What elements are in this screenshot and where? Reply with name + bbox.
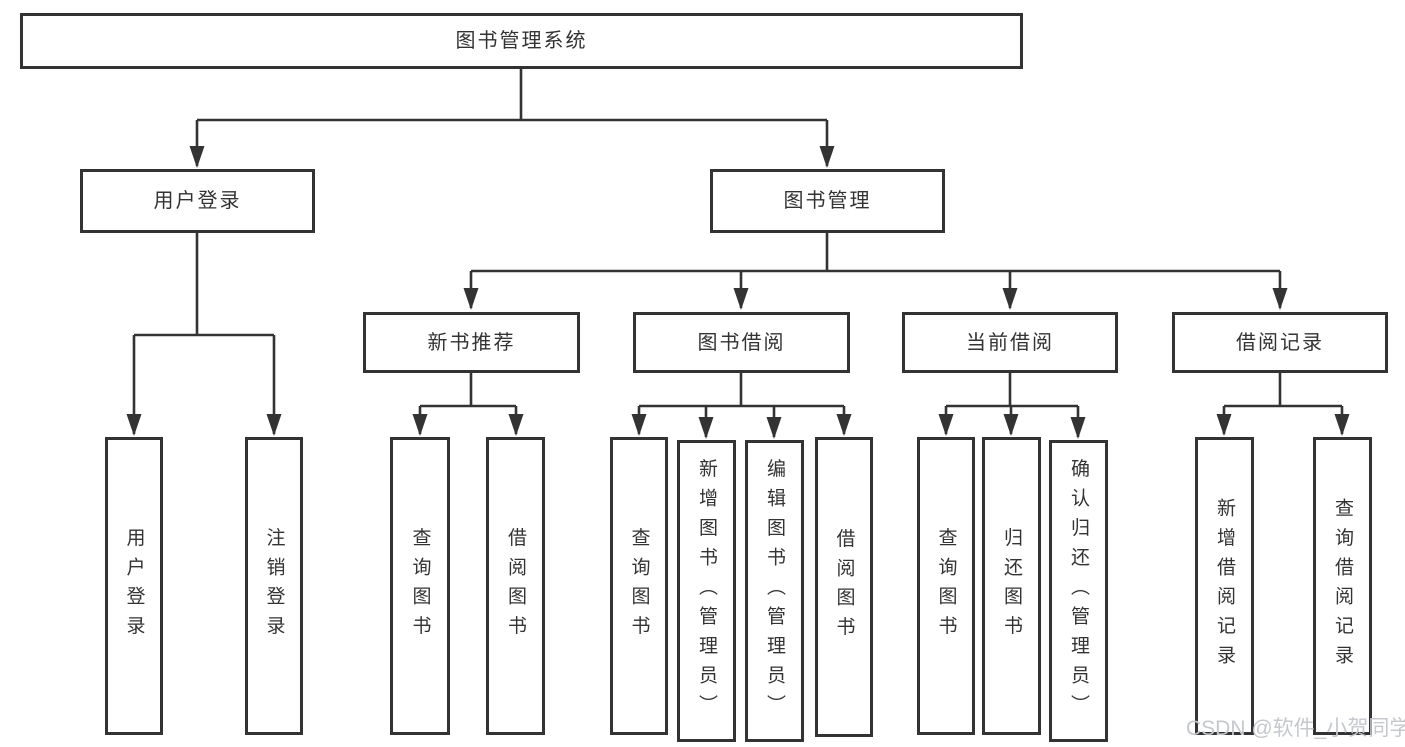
node-leaf-query-borrow-record: 查询借阅记录 (1313, 437, 1372, 735)
node-label: 注销登录 (263, 527, 285, 645)
node-leaf-borrow-books: 借阅图书 (486, 437, 545, 735)
node-label: 图书管理系统 (455, 30, 588, 52)
node-book-borrowing: 图书借阅 (633, 312, 850, 373)
node-leaf-query-books-2: 查询图书 (610, 437, 668, 735)
node-label: 新增借阅记录 (1214, 497, 1235, 675)
node-label: 借阅图书 (505, 527, 526, 645)
node-label: 用户登录 (123, 527, 145, 645)
node-label: 查询借阅记录 (1332, 497, 1353, 675)
node-book-management: 图书管理 (710, 169, 945, 233)
node-user-login: 用户登录 (80, 169, 315, 233)
node-label: 图书借阅 (697, 331, 786, 354)
node-label: 确认归还（管理员） (1068, 458, 1089, 724)
connector-lines (132, 69, 1344, 437)
node-leaf-add-borrow-record: 新增借阅记录 (1195, 437, 1254, 735)
node-label: 当前借阅 (966, 331, 1054, 354)
node-leaf-logout: 注销登录 (245, 437, 303, 735)
node-leaf-user-login: 用户登录 (105, 437, 163, 735)
node-leaf-query-books-3: 查询图书 (917, 437, 975, 735)
node-label: 查询图书 (409, 527, 431, 645)
node-new-book-recommendation: 新书推荐 (363, 312, 580, 373)
node-label: 查询图书 (935, 527, 957, 645)
node-leaf-confirm-return-admin: 确认归还（管理员） (1049, 440, 1108, 742)
node-label: 查询图书 (628, 527, 650, 645)
node-current-borrowing: 当前借阅 (902, 312, 1118, 373)
node-label: 新书推荐 (427, 331, 516, 354)
node-label: 编辑图书（管理员） (764, 458, 785, 724)
node-label: 新增图书（管理员） (696, 458, 717, 724)
node-leaf-borrow-books-2: 借阅图书 (815, 437, 873, 737)
node-label: 用户登录 (153, 190, 242, 212)
node-label: 图书管理 (783, 190, 872, 212)
node-label: 归还图书 (1001, 527, 1022, 645)
node-leaf-query-books: 查询图书 (390, 437, 450, 735)
node-leaf-return-books: 归还图书 (982, 437, 1041, 735)
node-borrowing-records: 借阅记录 (1172, 312, 1388, 373)
node-label: 借阅图书 (833, 528, 855, 646)
node-leaf-edit-book-admin: 编辑图书（管理员） (745, 440, 804, 742)
node-label: 借阅记录 (1236, 331, 1324, 354)
node-leaf-add-book-admin: 新增图书（管理员） (677, 440, 736, 742)
node-library-management-system: 图书管理系统 (20, 13, 1023, 69)
connector-arrowheads (126, 146, 1350, 439)
